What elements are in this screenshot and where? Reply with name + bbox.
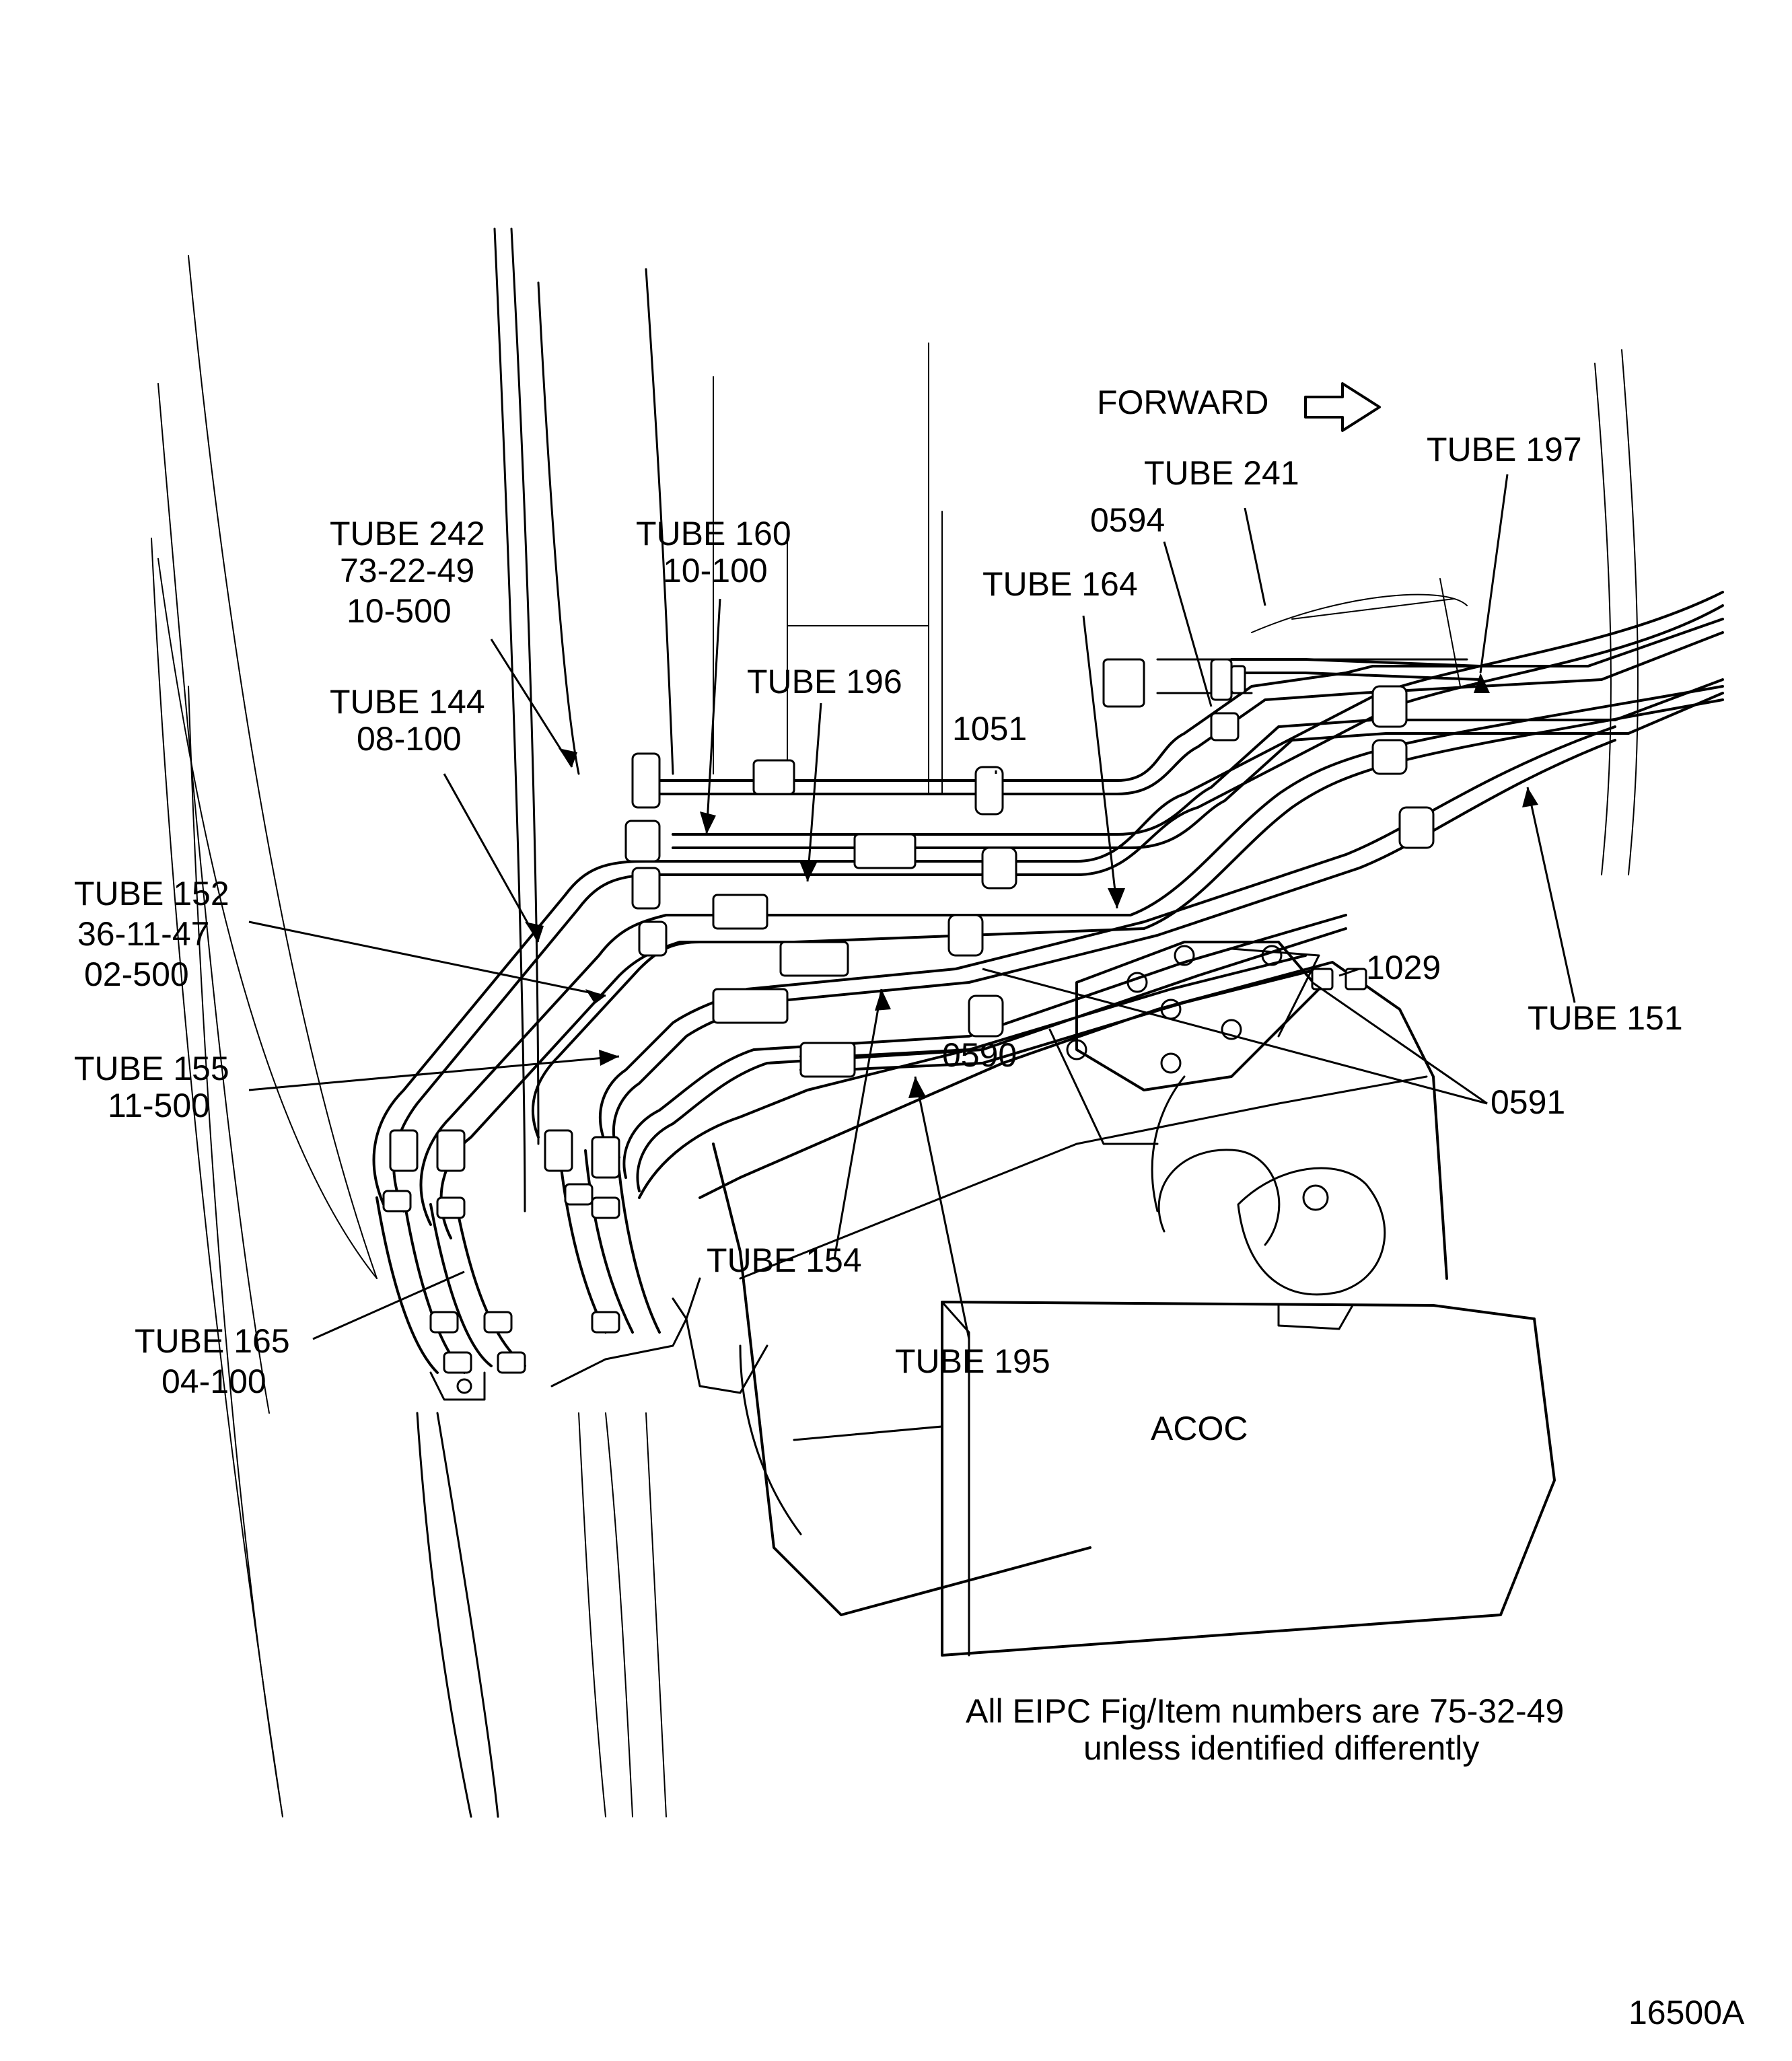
label-item-0591: 0591 xyxy=(1491,1083,1565,1121)
label-tube-151: TUBE 151 xyxy=(1528,999,1683,1037)
label-tube-165: TUBE 165 xyxy=(135,1322,290,1360)
label-tube-242-ref2: 10-500 xyxy=(347,592,452,630)
label-tube-155: TUBE 155 xyxy=(74,1050,229,1087)
label-tube-152-ref1: 36-11-47 xyxy=(77,915,209,953)
leader-lines xyxy=(248,474,1576,1340)
label-tube-242: TUBE 242 xyxy=(330,515,485,552)
label-tube-196: TUBE 196 xyxy=(747,663,902,700)
frame-lines xyxy=(151,227,943,1818)
label-item-0590: 0590 xyxy=(942,1036,1017,1074)
label-tube-165-ref: 04-100 xyxy=(162,1363,266,1400)
label-tube-155-ref: 11-500 xyxy=(108,1087,210,1124)
labels: FORWARD TUBE 241 TUBE 197 0594 TUBE 164 … xyxy=(74,384,1745,2031)
fittings xyxy=(382,658,1435,1401)
note-line-2: unless identified differently xyxy=(1083,1729,1479,1767)
label-tube-144: TUBE 144 xyxy=(330,683,485,721)
figure-id: 16500A xyxy=(1628,1994,1745,2031)
label-tube-164: TUBE 164 xyxy=(982,565,1138,603)
label-tube-152-ref2: 02-500 xyxy=(84,955,189,993)
label-tube-144-ref: 08-100 xyxy=(357,720,462,758)
label-tube-154: TUBE 154 xyxy=(707,1241,862,1279)
label-tube-197: TUBE 197 xyxy=(1427,431,1582,468)
label-item-1051: 1051 xyxy=(952,710,1027,748)
label-forward: FORWARD xyxy=(1097,384,1269,421)
forward-arrow-icon xyxy=(1304,382,1381,432)
label-tube-152: TUBE 152 xyxy=(74,875,229,912)
label-tube-160: TUBE 160 xyxy=(636,515,791,552)
label-item-0594: 0594 xyxy=(1090,501,1165,539)
label-tube-241: TUBE 241 xyxy=(1144,454,1299,492)
label-tube-195: TUBE 195 xyxy=(895,1342,1050,1380)
label-tube-242-ref1: 73-22-49 xyxy=(340,552,474,589)
label-item-1029: 1029 xyxy=(1366,949,1441,986)
note-line-1: All EIPC Fig/Item numbers are 75-32-49 xyxy=(966,1692,1564,1730)
label-tube-160-ref: 10-100 xyxy=(663,552,768,589)
acoc-body xyxy=(698,961,1556,1657)
tube-bundle xyxy=(372,591,1724,1374)
mounting-pad xyxy=(1066,941,1320,1091)
label-acoc: ACOC xyxy=(1151,1410,1248,1447)
